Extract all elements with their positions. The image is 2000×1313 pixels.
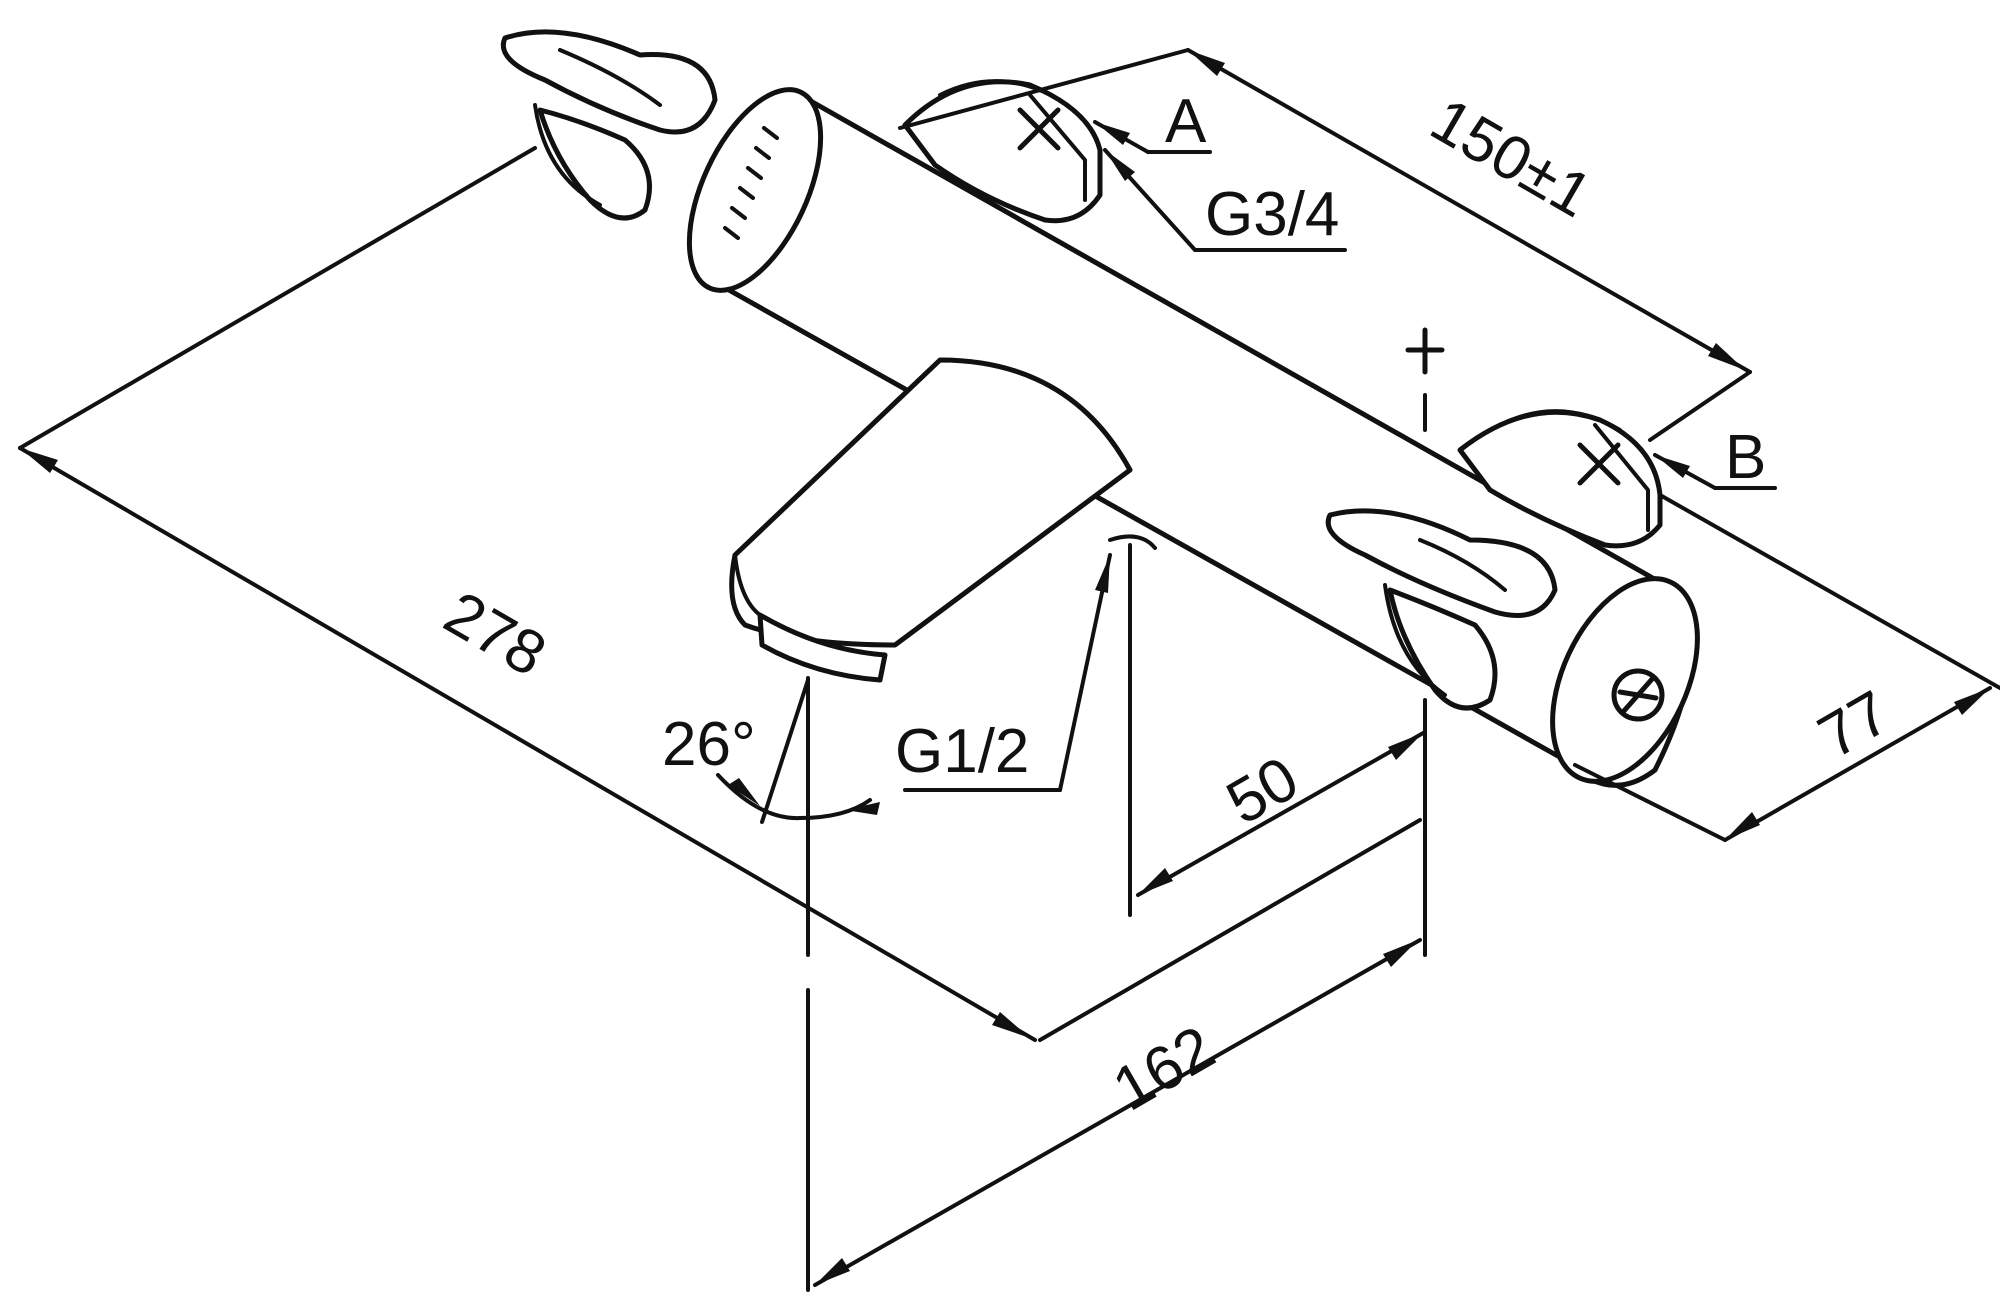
label-150: 150±1 (1419, 85, 1602, 231)
g12-leader (1058, 553, 1112, 792)
label-50: 50 (1215, 744, 1309, 838)
label-162: 162 (1102, 1013, 1226, 1124)
left-lever-handle (501, 29, 718, 221)
dim-278-extension-right (1038, 818, 1422, 1042)
dim-162-line (813, 938, 1422, 1287)
g34-arrow (1105, 150, 1135, 181)
spout-angle-ray (760, 678, 810, 824)
dim-150-arrow-right (1708, 343, 1745, 370)
dim-150-line (1186, 48, 1752, 374)
dim-150-arrow-left (1188, 50, 1225, 76)
dim-77-line (1723, 686, 1992, 842)
dim-150-extension-left (898, 48, 1190, 130)
dim-162-arrow-right (1383, 940, 1418, 967)
dim-162-arrow-left (815, 1258, 850, 1285)
dim-50-arrow-left (1138, 868, 1173, 895)
dim-77-arrow-top (1954, 688, 1990, 715)
dim-77-extension-top (1658, 493, 2000, 690)
spout-angle-arrow-left (728, 778, 760, 806)
right-lever-handle (1325, 508, 1558, 711)
spout (729, 357, 1157, 683)
dim-278-line (18, 446, 1037, 1042)
right-end-cap (1550, 576, 1700, 784)
dim-278-arrow-left (20, 448, 58, 473)
label-26-degrees: 26° (662, 710, 756, 779)
right-cap-screw (1611, 668, 1665, 722)
dim-50-arrow-right (1388, 733, 1423, 760)
label-g34: G3/4 (1205, 180, 1339, 249)
g12-arrow (1095, 555, 1110, 593)
spout-angle-arrow-right (845, 802, 880, 815)
dim-77-arrow-bottom (1725, 812, 1760, 840)
inlet-connector-a (902, 79, 1103, 224)
b-arrow (1655, 455, 1690, 478)
temperature-scale-ticks (723, 126, 779, 240)
dim-150-extension-right (1648, 370, 1752, 442)
dim-278-arrow-right (992, 1012, 1030, 1038)
a-arrow (1095, 122, 1130, 145)
label-b: B (1725, 423, 1766, 492)
left-end-cap (686, 87, 824, 293)
label-g12: G1/2 (895, 717, 1029, 786)
label-77: 77 (1807, 678, 1901, 772)
label-278: 278 (433, 579, 557, 690)
dim-50-line (1136, 730, 1427, 897)
label-a: A (1165, 87, 1207, 156)
dim-77-extension-bottom (1573, 763, 1727, 842)
dim-278-extension-left (18, 146, 537, 450)
dimension-lines (18, 48, 2000, 1292)
